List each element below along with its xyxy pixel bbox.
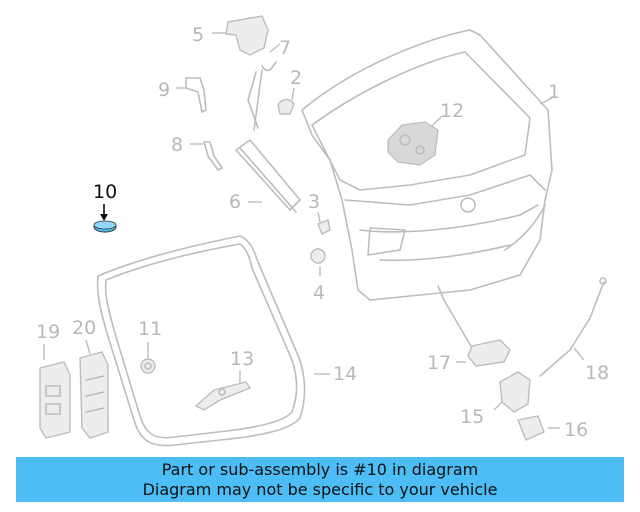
clip-16-part: [517, 415, 560, 441]
callout-1: 1: [548, 81, 560, 103]
callout-9: 9: [158, 79, 170, 101]
callout-16: 16: [564, 419, 588, 441]
liftgate-part: [301, 29, 553, 301]
leader-1: [539, 97, 553, 105]
release-cable-part: [437, 285, 511, 367]
callout-4: 4: [313, 282, 325, 304]
screw-part: [317, 211, 331, 235]
callout-13: 13: [230, 348, 254, 370]
cable-18-part: [539, 277, 607, 377]
weatherstrip-part: [96, 235, 330, 447]
banner-line-2: Diagram may not be specific to your vehi…: [142, 480, 498, 499]
callout-11: 11: [138, 318, 162, 340]
banner-line-1: Part or sub-assembly is #10 in diagram: [161, 460, 479, 479]
gas-strut-part: [235, 69, 301, 213]
highlighted-cap-part: [93, 204, 117, 233]
info-banner: Part or sub-assembly is #10 in diagram D…: [16, 457, 624, 502]
callout-17: 17: [427, 352, 451, 374]
strut-ball-part: [261, 43, 281, 72]
bracket-part: [176, 77, 207, 113]
trim-panel-19-part: [39, 344, 71, 439]
callout-15: 15: [460, 406, 484, 428]
bumper-stop-part: [277, 87, 295, 115]
latch-part: [493, 371, 531, 413]
callout-2: 2: [290, 67, 302, 89]
callout-6: 6: [229, 191, 241, 213]
callout-20: 20: [72, 317, 96, 339]
striker-part: [194, 370, 252, 411]
grommet-11-part: [140, 342, 156, 374]
callout-18: 18: [585, 362, 609, 384]
callout-7: 7: [279, 37, 291, 59]
clip-part: [190, 141, 223, 171]
callout-10-highlighted: 10: [93, 181, 117, 203]
callout-19: 19: [36, 321, 60, 343]
hinge-part: [212, 15, 269, 56]
callout-5: 5: [192, 24, 204, 46]
grommet-part: [310, 248, 326, 276]
callout-14: 14: [333, 363, 357, 385]
lock-actuator-part: [387, 115, 443, 166]
callout-3: 3: [308, 191, 320, 213]
callout-8: 8: [171, 134, 183, 156]
callout-12: 12: [440, 100, 464, 122]
trim-panel-20-part: [79, 339, 109, 439]
